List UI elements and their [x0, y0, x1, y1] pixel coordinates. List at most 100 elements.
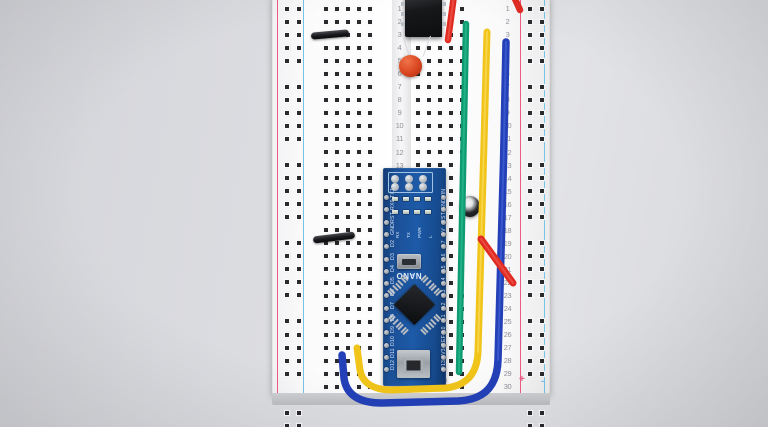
breadboard-hole[interactable]	[334, 280, 339, 285]
breadboard-hole[interactable]	[449, 123, 454, 128]
breadboard-hole[interactable]	[437, 71, 442, 76]
breadboard-hole[interactable]	[345, 71, 350, 76]
breadboard-hole[interactable]	[368, 123, 373, 128]
breadboard-hole[interactable]	[528, 162, 532, 167]
breadboard-hole[interactable]	[297, 345, 301, 350]
breadboard-hole[interactable]	[528, 58, 532, 63]
breadboard-hole[interactable]	[415, 97, 420, 102]
breadboard-hole[interactable]	[285, 423, 289, 427]
breadboard-hole[interactable]	[540, 332, 544, 337]
breadboard-hole-row[interactable]	[281, 172, 305, 185]
breadboard-hole-row[interactable]	[281, 185, 305, 198]
breadboard-hole[interactable]	[368, 176, 373, 181]
header-pin[interactable]	[440, 318, 446, 323]
breadboard-hole[interactable]	[528, 293, 532, 298]
breadboard-hole[interactable]	[540, 215, 544, 220]
breadboard-hole[interactable]	[460, 32, 465, 37]
breadboard-hole[interactable]	[323, 358, 328, 363]
breadboard-hole[interactable]	[285, 162, 289, 167]
breadboard-hole[interactable]	[334, 345, 339, 350]
breadboard-hole[interactable]	[297, 58, 301, 63]
breadboard-hole-row[interactable]	[281, 93, 305, 106]
breadboard-hole[interactable]	[368, 241, 373, 246]
breadboard-hole[interactable]	[334, 45, 339, 50]
breadboard-hole[interactable]	[449, 71, 454, 76]
breadboard-hole[interactable]	[323, 136, 328, 141]
breadboard-hole[interactable]	[357, 384, 362, 389]
breadboard-hole[interactable]	[345, 241, 350, 246]
breadboard-hole[interactable]	[437, 150, 442, 155]
breadboard-hole[interactable]	[323, 332, 328, 337]
reset-button[interactable]	[397, 254, 421, 269]
breadboard-hole-row[interactable]	[320, 263, 376, 276]
breadboard-hole-row[interactable]	[524, 119, 548, 132]
header-pin[interactable]	[440, 305, 446, 311]
breadboard-hole[interactable]	[540, 267, 544, 272]
breadboard-hole[interactable]	[285, 267, 289, 272]
breadboard-hole-row[interactable]	[320, 328, 376, 341]
breadboard-hole[interactable]	[334, 6, 339, 11]
breadboard-hole[interactable]	[345, 45, 350, 50]
breadboard-hole[interactable]	[368, 293, 373, 298]
breadboard-hole[interactable]	[540, 410, 544, 415]
breadboard-hole[interactable]	[449, 254, 454, 259]
header-pin[interactable]	[383, 207, 389, 213]
breadboard-hole[interactable]	[528, 332, 532, 337]
breadboard-hole[interactable]	[368, 254, 373, 259]
breadboard-hole-row[interactable]	[320, 119, 376, 132]
breadboard-hole[interactable]	[540, 123, 544, 128]
breadboard-hole[interactable]	[334, 123, 339, 128]
breadboard-hole-row[interactable]	[524, 276, 548, 289]
breadboard-hole-row[interactable]	[281, 106, 305, 119]
breadboard-hole[interactable]	[540, 319, 544, 324]
breadboard-hole-row[interactable]	[320, 159, 376, 172]
breadboard-hole-row[interactable]	[281, 419, 305, 427]
breadboard-hole-row[interactable]	[320, 2, 376, 15]
breadboard-hole[interactable]	[426, 84, 431, 89]
breadboard-hole[interactable]	[540, 58, 544, 63]
breadboard-hole[interactable]	[285, 19, 289, 24]
breadboard-hole[interactable]	[449, 306, 454, 311]
breadboard-hole[interactable]	[345, 19, 350, 24]
breadboard-hole-row[interactable]	[281, 132, 305, 145]
breadboard-hole[interactable]	[540, 19, 544, 24]
breadboard-hole[interactable]	[415, 84, 420, 89]
breadboard-hole[interactable]	[285, 371, 289, 376]
breadboard-hole[interactable]	[334, 19, 339, 24]
breadboard-hole[interactable]	[540, 345, 544, 350]
breadboard-hole-row[interactable]	[320, 237, 376, 250]
breadboard-hole[interactable]	[449, 189, 454, 194]
breadboard-hole-row[interactable]	[281, 354, 305, 367]
header-pin[interactable]	[383, 268, 389, 274]
breadboard-hole[interactable]	[357, 150, 362, 155]
breadboard-hole[interactable]	[528, 345, 532, 350]
breadboard-hole[interactable]	[449, 241, 454, 246]
breadboard-hole-row[interactable]	[281, 250, 305, 263]
breadboard-hole[interactable]	[437, 97, 442, 102]
breadboard-hole[interactable]	[357, 123, 362, 128]
breadboard-hole[interactable]	[323, 176, 328, 181]
breadboard-hole-row[interactable]	[320, 106, 376, 119]
breadboard-hole[interactable]	[528, 319, 532, 324]
breadboard-hole[interactable]	[528, 280, 532, 285]
breadboard-hole-row[interactable]	[320, 276, 376, 289]
breadboard-hole[interactable]	[449, 319, 454, 324]
breadboard-hole[interactable]	[540, 84, 544, 89]
breadboard-hole-row[interactable]	[320, 289, 376, 302]
breadboard-hole[interactable]	[437, 163, 442, 168]
breadboard-hole[interactable]	[323, 150, 328, 155]
header-pin[interactable]	[383, 318, 389, 323]
breadboard-hole[interactable]	[415, 150, 420, 155]
header-pin[interactable]	[440, 367, 446, 373]
breadboard-hole[interactable]	[528, 189, 532, 194]
breadboard-hole[interactable]	[426, 136, 431, 141]
breadboard-hole[interactable]	[357, 176, 362, 181]
breadboard-hole-row[interactable]	[281, 28, 305, 41]
breadboard-hole[interactable]	[528, 32, 532, 37]
breadboard-hole-row[interactable]	[524, 211, 548, 224]
breadboard-hole[interactable]	[449, 163, 454, 168]
breadboard-hole[interactable]	[357, 110, 362, 115]
breadboard-hole[interactable]	[334, 110, 339, 115]
breadboard-hole[interactable]	[368, 332, 373, 337]
breadboard-hole-row[interactable]	[281, 211, 305, 224]
